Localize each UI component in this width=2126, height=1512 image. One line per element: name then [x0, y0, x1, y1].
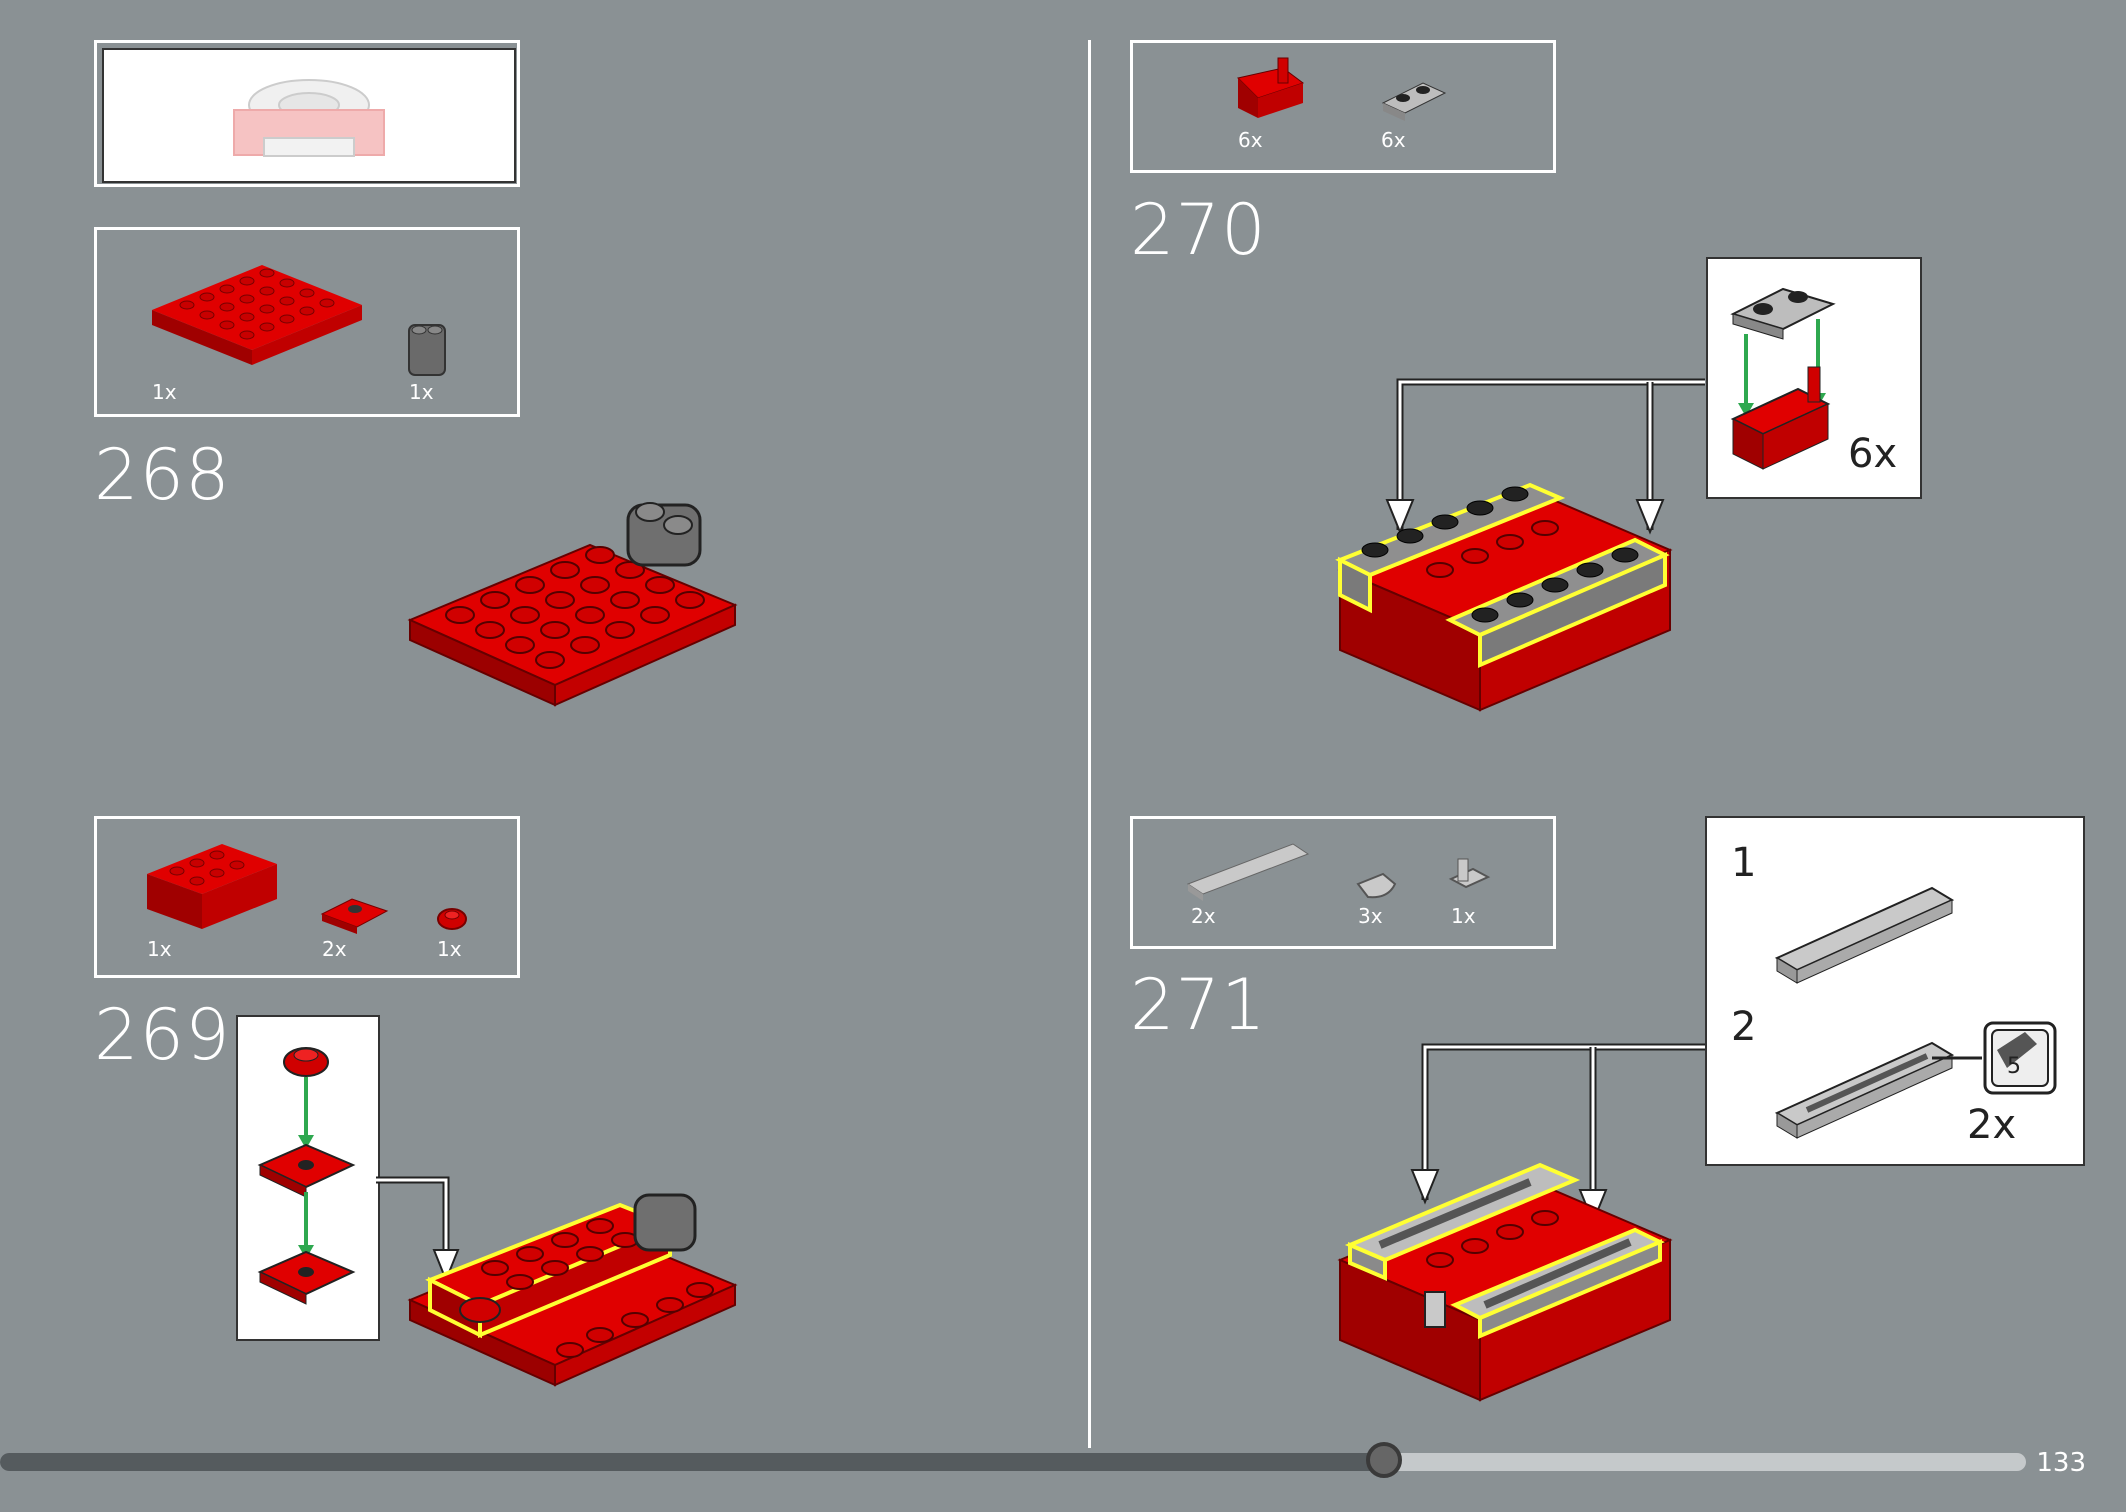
- part-qty: 1x: [437, 937, 462, 961]
- substep-number: 1: [1731, 840, 1757, 886]
- submodel-thumbnail: [102, 48, 516, 183]
- progress-knob[interactable]: [1366, 1442, 1402, 1478]
- step-number-271: 271: [1130, 964, 1267, 1046]
- red-round-plate-icon: [437, 908, 467, 930]
- step-number-270: 270: [1130, 189, 1267, 271]
- tile-diagram: [1774, 886, 1955, 984]
- page-number: 133: [2036, 1448, 2086, 1478]
- substep-number: 2: [1731, 1004, 1757, 1050]
- bracket-plate-assembly-diagram: [1730, 287, 1836, 470]
- step-271-model: [1337, 1162, 1673, 1402]
- red-4x6-plate-icon: [152, 265, 362, 365]
- light-gray-clip-icon: [1448, 858, 1491, 889]
- step-269-parts-list: 1x 2x 1x: [94, 816, 520, 978]
- dark-gray-bracket-icon: [408, 324, 446, 376]
- part-qty: 1x: [409, 380, 434, 404]
- step-271-pointer-arrows: [1410, 1043, 1705, 1225]
- decorated-tile-diagram: [1774, 1021, 2057, 1139]
- part-qty: 3x: [1358, 904, 1383, 928]
- part-qty: 1x: [1451, 904, 1476, 928]
- step-269-model: [407, 1193, 738, 1387]
- step-271-parts-list: 2x 3x 1x: [1130, 816, 1556, 949]
- part-qty: 1x: [147, 937, 172, 961]
- progress-fill: [0, 1453, 1384, 1471]
- part-qty: 6x: [1381, 128, 1406, 152]
- step-270-callout: 6x: [1706, 257, 1922, 499]
- step-270-pointer-arrows: [1385, 378, 1705, 535]
- step-268-model: [407, 502, 738, 707]
- submodel-thumbnail-image: [233, 79, 385, 157]
- part-qty: 6x: [1238, 128, 1263, 152]
- red-jumper-plate-icon: [320, 898, 389, 934]
- part-qty: 1x: [152, 380, 177, 404]
- part-qty: 2x: [1191, 904, 1216, 928]
- red-bracket-icon: [1237, 57, 1305, 118]
- step-number-268: 268: [94, 434, 231, 516]
- light-gray-quarter-tile-icon: [1356, 872, 1397, 899]
- step-268-parts-list: 1x 1x: [94, 227, 520, 417]
- step-271-callout: 1 2 5 2x: [1705, 816, 2085, 1166]
- page-divider: [1088, 40, 1091, 1448]
- stack-assembly-diagram: [257, 1047, 356, 1305]
- callout-qty: 2x: [1967, 1102, 2017, 1148]
- sticker-sheet-number: 5: [2007, 1054, 2021, 1079]
- red-2x4-brick-icon: [147, 844, 277, 929]
- part-qty: 2x: [322, 937, 347, 961]
- step-269-callout: [236, 1015, 380, 1341]
- callout-qty: 6x: [1848, 431, 1898, 477]
- light-gray-plate-icon: [1381, 82, 1447, 121]
- step-270-parts-list: 6x 6x: [1130, 40, 1556, 173]
- submodel-thumbnail-frame: [94, 40, 520, 187]
- step-269-pointer-arrow: [376, 1176, 460, 1283]
- light-gray-tile-icon: [1186, 843, 1310, 901]
- step-number-269: 269: [94, 994, 231, 1076]
- step-270-model: [1335, 482, 1673, 712]
